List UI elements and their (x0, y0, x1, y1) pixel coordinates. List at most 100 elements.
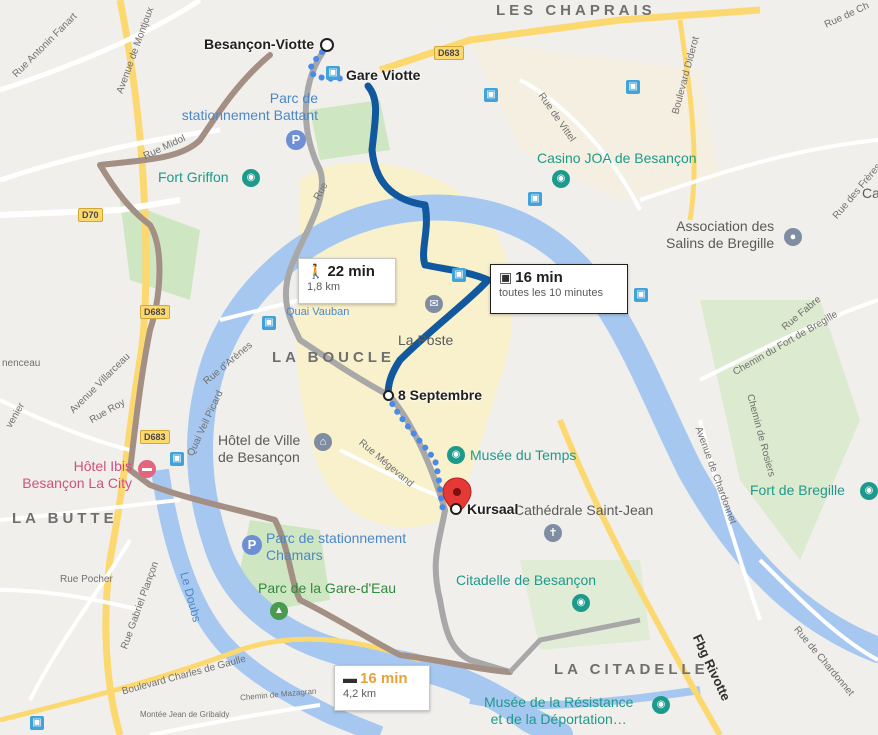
poi-cathedrale[interactable]: Cathédrale Saint-Jean (514, 502, 654, 518)
car-route-callout[interactable]: ▬16 min 4,2 km (334, 665, 430, 711)
poi-fort-griffon[interactable]: Fort Griffon (158, 169, 229, 185)
casino-icon[interactable]: ◉ (552, 170, 570, 188)
walk-distance: 1,8 km (307, 281, 341, 293)
poi-parc-gare-eau[interactable]: Parc de la Gare-d'Eau (258, 580, 397, 596)
hotel-icon[interactable]: ▬ (138, 460, 156, 478)
walk-time: 22 min (327, 263, 375, 280)
poi-association[interactable]: Association des Salins de Bregille (666, 218, 775, 251)
origin-point[interactable] (320, 38, 334, 52)
transit-stop-icon[interactable]: ▣ (170, 452, 184, 466)
road-shield: D70 (78, 208, 103, 222)
walk-segment-end (385, 393, 446, 513)
road-minor (0, 498, 181, 522)
car-icon: ▬ (343, 670, 357, 686)
poi-casino[interactable]: Casino JOA de Besançon (537, 150, 697, 166)
park-area-chamars (240, 520, 330, 610)
road-gaulle (0, 636, 421, 723)
park-area-bregille (700, 300, 860, 560)
road-diderot (677, 19, 697, 221)
walk-route-callout[interactable]: 🚶22 min 1,8 km (298, 258, 396, 304)
transit-stop-label[interactable]: Gare Viotte (346, 67, 421, 83)
road-shield: D683 (434, 46, 464, 60)
poi-parc-chamars[interactable]: Parc de stationnement Chamars (266, 530, 407, 563)
poi-parc-battant[interactable]: Parc de stationnement Battant (181, 90, 318, 123)
road-minor (0, 588, 141, 612)
parking-icon[interactable]: P (242, 535, 262, 555)
town-hall-icon[interactable]: ⌂ (314, 433, 332, 451)
museum-icon[interactable]: ◉ (242, 169, 260, 187)
road-minor (699, 298, 878, 382)
transit-stop-icon[interactable]: ▣ (484, 88, 498, 102)
poi-musee-du-temps[interactable]: Musée du Temps (470, 447, 577, 463)
origin-label[interactable]: Besançon-Viotte (204, 36, 315, 52)
district-la-citadelle: LA CITADELLE (554, 661, 709, 678)
district-la-boucle: LA BOUCLE (272, 349, 395, 366)
chaprais-area (470, 40, 720, 200)
road-rivotte (557, 418, 723, 735)
transit-stop-icon[interactable]: ▣ (452, 268, 466, 282)
road-minor (0, 0, 202, 93)
road-d683 (102, 0, 150, 735)
bus-time: 16 min (515, 269, 563, 286)
destination-point[interactable] (450, 503, 462, 515)
museum-icon[interactable]: ◉ (652, 696, 670, 714)
transit-stop-label[interactable]: 8 Septembre (398, 387, 483, 403)
old-town-area (296, 162, 513, 528)
street-label: Rue Pocher (60, 574, 113, 585)
poi-fort-bregille[interactable]: Fort de Bregille (750, 482, 845, 498)
park-icon[interactable]: ▲ (270, 602, 288, 620)
post-office-icon[interactable]: ✉ (425, 295, 443, 313)
street-label: nenceau (2, 358, 41, 369)
museum-icon[interactable]: ◉ (860, 482, 878, 500)
parking-icon[interactable]: P (286, 130, 306, 150)
district-les-chaprais: LES CHAPRAIS (496, 2, 656, 19)
canal (469, 686, 701, 710)
street-label: Montée Jean de Gribaldy (140, 710, 230, 719)
car-route-end (508, 617, 641, 674)
district-la-butte: LA BUTTE (12, 510, 118, 527)
road-d683-east (378, 6, 761, 74)
road-minor (0, 398, 131, 452)
road-minor (28, 538, 132, 701)
road-minor (698, 419, 762, 621)
transit-stop-icon[interactable]: ▣ (626, 80, 640, 94)
road-minor (0, 127, 221, 183)
transit-route (364, 82, 492, 400)
transit-stop-icon[interactable]: ▣ (262, 316, 276, 330)
poi-hotel-de-ville[interactable]: Hôtel de Ville de Besançon (218, 432, 301, 465)
transit-stop-icon[interactable]: ▣ (634, 288, 648, 302)
camera-icon[interactable]: ◉ (572, 594, 590, 612)
walking-icon: 🚶 (307, 263, 325, 279)
poi-ca: Ca (862, 185, 878, 201)
transit-stop-icon[interactable]: ▣ (30, 716, 44, 730)
poi-musee-resistance[interactable]: Musée de la Résistance et de la Déportat… (484, 694, 634, 727)
road-minor (519, 78, 642, 211)
poi-quai-vauban[interactable]: Quai Vauban (286, 306, 350, 318)
bus-frequency: toutes les 10 minutes (499, 287, 603, 299)
bus-icon: ▣ (499, 269, 513, 285)
road-shield: D683 (140, 305, 170, 319)
transit-stop-icon[interactable]: ▣ (326, 66, 340, 80)
alt-route-walk (282, 42, 513, 675)
destination-label[interactable]: Kursaal (467, 501, 519, 517)
car-distance: 4,2 km (343, 688, 377, 700)
car-route (97, 52, 513, 675)
place-icon[interactable]: ● (784, 228, 802, 246)
museum-icon[interactable]: ◉ (447, 446, 465, 464)
river-doubs-left (151, 468, 384, 735)
road-d70 (0, 197, 181, 218)
road-minor (149, 703, 321, 735)
bus-route-callout[interactable]: ▣16 min toutes les 10 minutes (490, 264, 628, 314)
poi-hotel-ibis[interactable]: Hôtel Ibis Besançon La City (22, 458, 132, 491)
church-icon[interactable]: ✝ (544, 524, 562, 542)
road-minor (639, 138, 878, 202)
transit-stop-point[interactable] (383, 390, 394, 401)
transit-stop-icon[interactable]: ▣ (528, 192, 542, 206)
poi-la-poste[interactable]: La Poste (398, 332, 454, 348)
road-shield: D683 (140, 430, 170, 444)
car-time: 16 min (360, 670, 408, 687)
poi-citadelle[interactable]: Citadelle de Besançon (456, 572, 597, 588)
road-minor (758, 558, 878, 662)
